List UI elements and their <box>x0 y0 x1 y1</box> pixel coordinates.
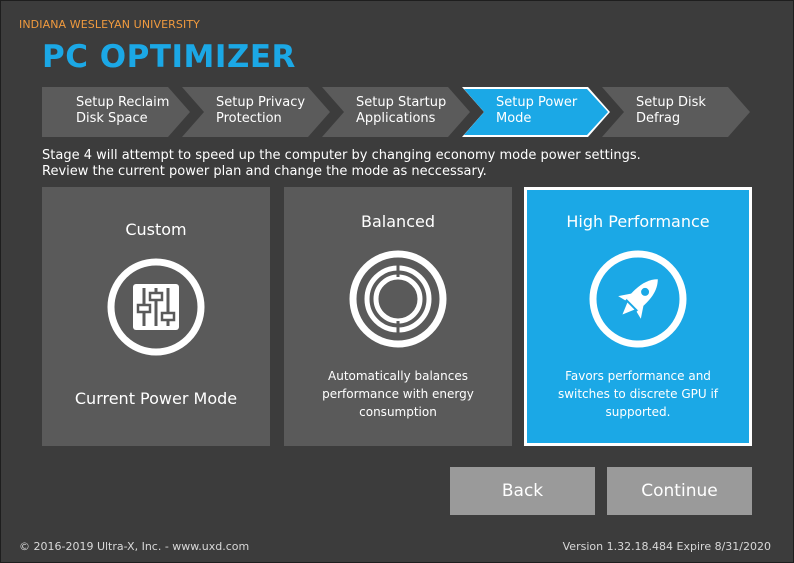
card-title: Balanced <box>361 212 435 231</box>
step-power-mode: Setup Power Mode <box>462 87 610 137</box>
stage-description: Stage 4 will attempt to speed up the com… <box>42 148 641 179</box>
back-button[interactable]: Back <box>450 467 595 515</box>
card-title: High Performance <box>566 212 710 231</box>
step-startup-applications: Setup Startup Applications <box>322 87 470 137</box>
step-disk-defrag: Setup Disk Defrag <box>602 87 750 137</box>
continue-button[interactable]: Continue <box>607 467 752 515</box>
power-mode-card-custom[interactable]: Custom Current Power Mode <box>42 187 270 446</box>
current-power-mode-label: Current Power Mode <box>74 389 238 408</box>
power-mode-card-balanced[interactable]: Balanced Automatically balances performa… <box>284 187 512 446</box>
step-label: Setup Disk Defrag <box>636 95 706 126</box>
step-reclaim-disk-space: Setup Reclaim Disk Space <box>42 87 190 137</box>
version-text: Version 1.32.18.484 Expire 8/31/2020 <box>562 540 771 553</box>
organization-name: INDIANA WESLEYAN UNIVERSITY <box>19 18 200 31</box>
step-label: Setup Power Mode <box>496 95 578 126</box>
power-mode-card-high-performance[interactable]: High Performance Favors performance and … <box>524 187 752 446</box>
step-label: Setup Startup Applications <box>356 95 447 126</box>
sliders-icon <box>106 257 206 357</box>
balance-circles-icon <box>348 249 448 349</box>
copyright-text: © 2016-2019 Ultra-X, Inc. - www.uxd.com <box>19 540 250 553</box>
app-title: PC OPTIMIZER <box>42 39 296 75</box>
rocket-icon <box>588 249 688 349</box>
step-label: Setup Reclaim Disk Space <box>76 95 170 126</box>
card-title: Custom <box>125 220 187 239</box>
card-description: Automatically balances performance with … <box>322 369 474 419</box>
step-progress-bar: Setup Reclaim Disk Space Setup Privacy P… <box>42 87 762 137</box>
step-privacy-protection: Setup Privacy Protection <box>182 87 330 137</box>
card-description: Favors performance and switches to discr… <box>557 369 719 419</box>
step-label: Setup Privacy Protection <box>216 95 306 126</box>
